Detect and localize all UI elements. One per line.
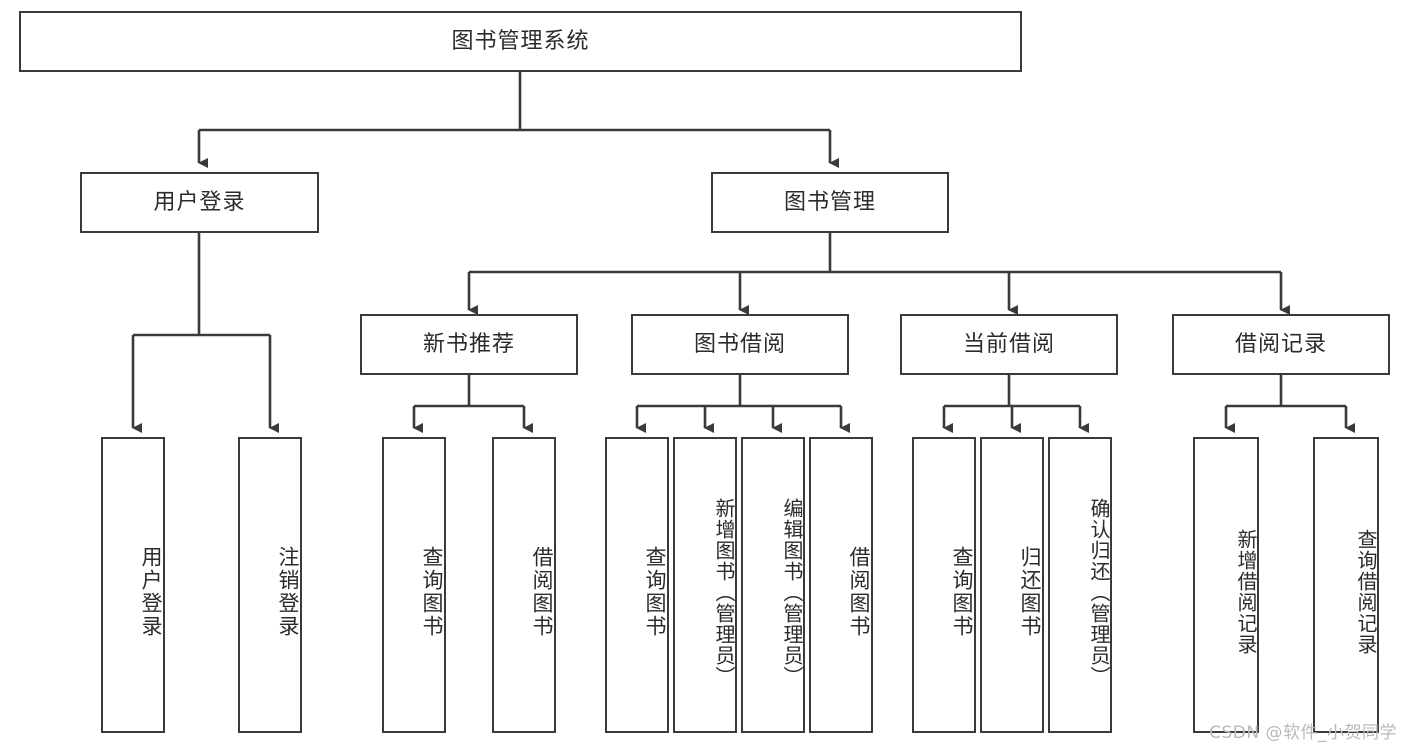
node-current-borrow[interactable]: 当前借阅	[900, 314, 1118, 375]
leaf-current-borrow-query[interactable]: 查询图书	[912, 437, 976, 733]
leaf-user-login-login[interactable]: 用户登录	[101, 437, 165, 733]
node-book-management[interactable]: 图书管理	[711, 172, 949, 233]
leaf-borrow-record-query[interactable]: 查询借阅记录	[1313, 437, 1379, 733]
leaf-book-borrow-add[interactable]: 新增图书（管理员）	[673, 437, 737, 733]
node-book-borrow[interactable]: 图书借阅	[631, 314, 849, 375]
node-new-book-recommend[interactable]: 新书推荐	[360, 314, 578, 375]
leaf-user-login-logout[interactable]: 注销登录	[238, 437, 302, 733]
node-borrow-record[interactable]: 借阅记录	[1172, 314, 1390, 375]
leaf-book-borrow-query[interactable]: 查询图书	[605, 437, 669, 733]
node-root-system[interactable]: 图书管理系统	[19, 11, 1022, 72]
csdn-watermark: CSDN @软件_小贺同学	[1209, 723, 1397, 743]
leaf-new-book-borrow[interactable]: 借阅图书	[492, 437, 556, 733]
leaf-current-borrow-return[interactable]: 归还图书	[980, 437, 1044, 733]
leaf-current-borrow-confirm-return[interactable]: 确认归还（管理员）	[1048, 437, 1112, 733]
node-user-login[interactable]: 用户登录	[80, 172, 319, 233]
leaf-borrow-record-add[interactable]: 新增借阅记录	[1193, 437, 1259, 733]
leaf-book-borrow-borrow[interactable]: 借阅图书	[809, 437, 873, 733]
leaf-new-book-query[interactable]: 查询图书	[382, 437, 446, 733]
leaf-book-borrow-edit[interactable]: 编辑图书（管理员）	[741, 437, 805, 733]
